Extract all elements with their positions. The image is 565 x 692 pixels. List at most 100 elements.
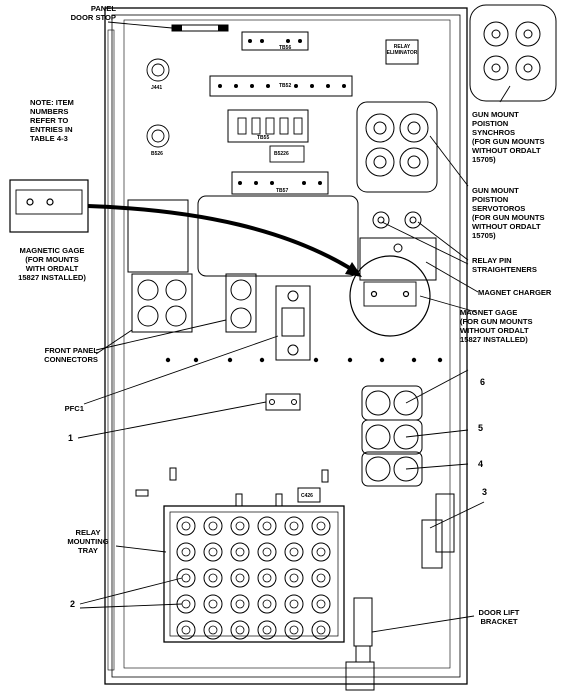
relay-pin-straightener [404,211,422,229]
cabinet-outer [104,7,468,685]
relay-socket-center [235,599,245,609]
servo-motor [399,113,429,143]
relay-socket [230,516,250,536]
relay-socket [257,620,277,640]
front-panel-connector [137,305,159,327]
part-label-relay-eliminator: RELAY ELIMINATOR [386,44,418,56]
relay-socket-center [262,547,272,557]
front-panel-connector [230,307,252,329]
relay-socket [203,594,223,614]
relay-socket-center [208,599,218,609]
relay-row-5 [361,419,423,455]
relay-socket [176,620,196,640]
synchro [483,55,509,81]
relay-socket-center [181,599,191,609]
label-magnetic-gage-ordalt: MAGNETIC GAGE (FOR MOUNTS WITH ORDALT 15… [18,246,86,282]
relay-socket [203,568,223,588]
front-panel-connector [230,279,252,301]
relay-socket-center [289,521,299,531]
relay-socket-center [262,599,272,609]
relay-socket [176,542,196,562]
servo-motor [365,147,395,177]
servo-motor [365,113,395,143]
relay-socket-center [181,625,191,635]
magnetic-gage-arrow [87,204,358,274]
relay-socket-center [235,573,245,583]
relay-socket-center [208,573,218,583]
relay-socket [311,568,331,588]
synchros-inset [469,4,557,102]
door-hinge [107,29,115,671]
mid-plate-center [197,195,359,277]
relay-row-4 [361,451,423,487]
relay-socket-center [289,625,299,635]
relay-socket [257,594,277,614]
relay-socket [176,568,196,588]
magnet-charger [359,237,437,281]
label-relay-pin-straighteners: RELAY PIN STRAIGHTENERS [472,256,537,274]
pfc1-module [275,285,311,361]
label-relay-mounting-tray: RELAY MOUNTING TRAY [67,528,109,555]
latch-plate [435,493,455,553]
relay-socket-center [208,625,218,635]
connector-group-left [131,273,193,333]
relay-socket-center [316,625,326,635]
bottom-handle [345,661,375,691]
b5226-block [269,145,305,163]
part-label-b5226: B5226 [274,151,289,157]
relay-socket [311,594,331,614]
relay-socket [257,568,277,588]
terminal-strip-tb56 [241,31,309,51]
relay-socket-center [181,547,191,557]
relay-socket [230,542,250,562]
synchro [515,55,541,81]
relay-pin-straightener [372,211,390,229]
relay-socket [230,594,250,614]
terminal-strip-tb57 [231,171,329,195]
relay-socket [230,568,250,588]
relay-socket-center [289,547,299,557]
synchro [515,21,541,47]
door-lift-bracket [353,597,373,647]
relay-socket-center [208,547,218,557]
part-label-tb55: TB55 [257,135,270,141]
relay-socket [176,516,196,536]
connector-b526 [146,124,170,148]
c426-block [297,487,321,503]
relay-socket [203,620,223,640]
label-pfc1: PFC1 [64,404,84,413]
item-number-5: 5 [478,423,484,433]
item-number-2: 2 [70,599,76,609]
connector-j441 [146,58,170,82]
relay-socket [257,516,277,536]
relay-socket-center [235,625,245,635]
relay-socket [284,542,304,562]
terminal-strip-tb52 [209,75,353,97]
item-number-3: 3 [482,487,488,497]
front-panel-connector [165,305,187,327]
item-1-component [265,393,301,411]
servo-mount-plate [356,101,438,193]
servo-motor [399,147,429,177]
relay-socket-center [208,521,218,531]
relay-row-6 [361,385,423,421]
label-magnet-charger: MAGNET CHARGER [478,288,552,297]
relay-socket-center [181,521,191,531]
magnet-gage-circle [349,255,431,337]
terminal-strip-tb55 [227,109,309,143]
relay-eliminator-box [385,39,419,65]
relay-socket [284,516,304,536]
relay-socket-center [316,573,326,583]
panel-door-stop-bar [171,24,229,32]
part-label-tb52: TB52 [279,83,292,89]
label-note: NOTE: ITEM NUMBERS REFER TO ENTRIES IN T… [30,98,74,143]
magnetic-gage-inset [9,179,89,233]
relay-socket [284,568,304,588]
part-label-tb56: TB56 [279,45,292,51]
synchro [483,21,509,47]
relay-socket [284,620,304,640]
connector-group-right [225,273,257,333]
item-number-6: 6 [480,377,486,387]
relay-mounting-tray [163,505,345,643]
